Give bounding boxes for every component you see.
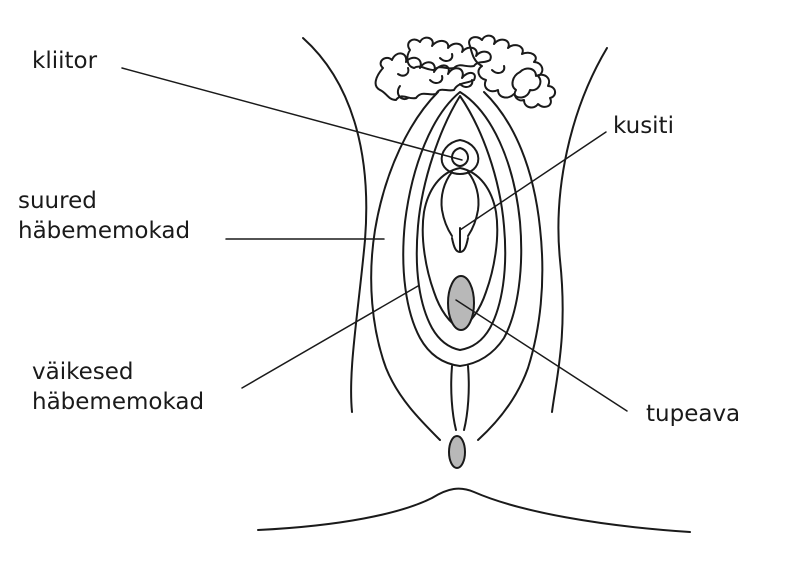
leader-urethra (459, 131, 607, 231)
leader-labia-minora (241, 285, 419, 389)
label-clitoris: kliitor (32, 48, 98, 74)
pubic-hair (374, 34, 556, 109)
inner-fold-right (467, 171, 480, 237)
buttocks-outline (257, 487, 691, 533)
labia-minora-inner (415, 95, 507, 351)
label-labia-majora: suured häbememokad (18, 186, 190, 246)
labia-majora-outline (370, 91, 544, 441)
leader-clitoris (121, 67, 463, 161)
anus-shape (448, 435, 466, 469)
label-labia-minora-line2: häbememokad (32, 389, 205, 415)
clitoral-hood (440, 139, 480, 175)
label-labia-majora-line1: suured (18, 188, 97, 214)
right-thigh-outline (551, 47, 608, 413)
leader-vaginal-opening (455, 299, 628, 412)
left-thigh-outline (302, 37, 368, 413)
label-urethra: kusiti (613, 113, 674, 139)
clitoris-shape (451, 147, 469, 167)
label-labia-minora-line1: väikesed (32, 359, 134, 385)
labia-minora-outer (402, 91, 523, 367)
perineum-lines (450, 365, 470, 431)
urethra-opening (451, 227, 469, 253)
label-labia-majora-line2: häbememokad (18, 218, 191, 244)
label-labia-minora: väikesed häbememokad (32, 357, 204, 417)
label-vaginal-opening: tupeava (646, 401, 741, 427)
inner-fold-left (440, 171, 453, 237)
